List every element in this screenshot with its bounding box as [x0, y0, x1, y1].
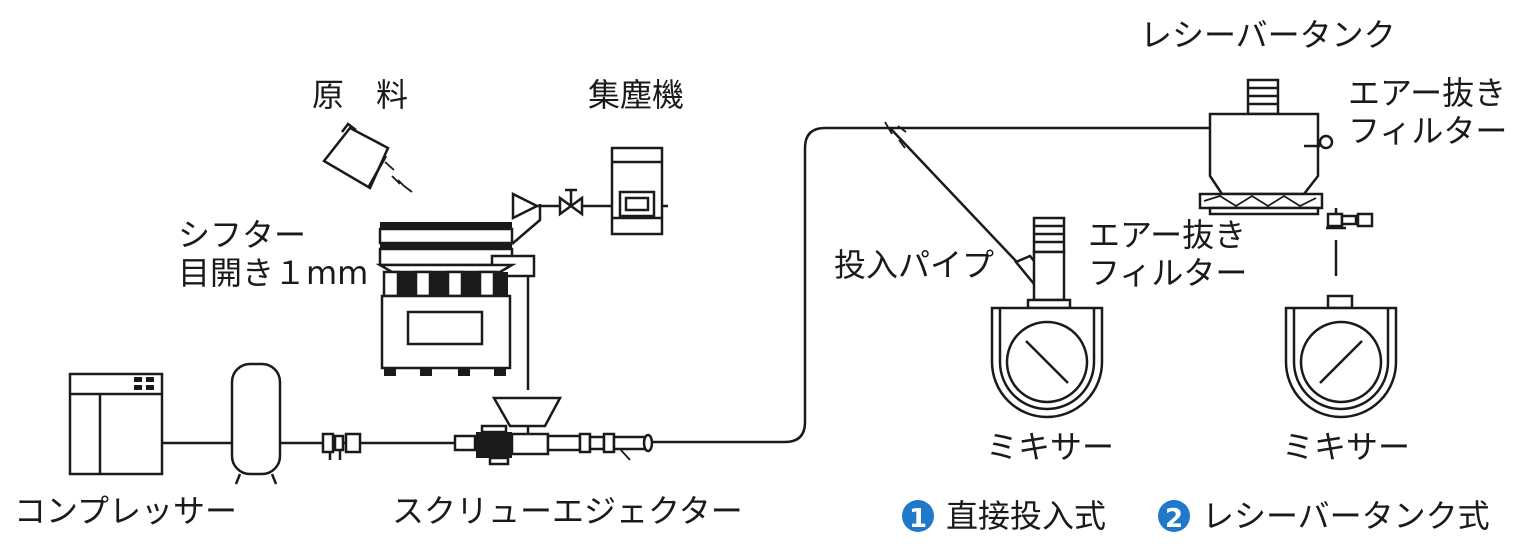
- label-air-vent-filter-2-2: フィルター: [1348, 112, 1507, 150]
- label-sifter-mesh: 目開き１mm: [178, 254, 368, 292]
- label-screw-ejector: スクリューエジェクター: [392, 492, 743, 530]
- mixer-1: [990, 306, 1104, 419]
- pipe-junction-mark: [884, 121, 907, 135]
- label-compressor: コンプレッサー: [14, 492, 237, 530]
- raw-material-bag-icon: [322, 122, 413, 193]
- legend-badge-1: [902, 500, 934, 532]
- label-air-vent-filter-2: エアー抜き: [1348, 74, 1506, 112]
- compressor: [68, 372, 164, 476]
- label-raw-material: 原 料: [312, 76, 408, 114]
- legend-badge-2: [1158, 500, 1190, 532]
- label-air-vent-filter-1-2: フィルター: [1088, 254, 1247, 292]
- conveying-pipe: [650, 126, 1210, 444]
- label-receiver-tank: レシーバータンク: [1140, 16, 1396, 54]
- sifter: [375, 222, 536, 376]
- air-receiver-tank: [230, 362, 282, 485]
- legend-item-receiver-tank: 2 レシーバータンク式: [1158, 497, 1490, 535]
- air-vent-filter-1: [1026, 216, 1072, 310]
- legend-item-direct-input: 1 直接投入式: [902, 497, 1106, 535]
- legend-label-2: レシーバータンク式: [1202, 497, 1490, 535]
- legend-label-1: 直接投入式: [946, 497, 1106, 535]
- dust-collector-line: [511, 188, 612, 245]
- screw-ejector: [453, 396, 654, 466]
- air-line-valve: [321, 432, 362, 460]
- dust-collector: [610, 146, 668, 236]
- label-air-vent-filter-1: エアー抜き: [1088, 216, 1246, 254]
- legend-badge-1-number: 1: [909, 504, 927, 534]
- receiver-tank-screw-feeder: [1198, 192, 1374, 276]
- label-input-pipe: 投入パイプ: [834, 246, 994, 284]
- mixer-2: [1284, 294, 1398, 419]
- label-sifter: シフター: [178, 216, 306, 254]
- legend-badge-2-number: 2: [1165, 504, 1183, 534]
- receiver-tank: [1208, 78, 1334, 196]
- label-mixer-2: ミキサー: [1282, 428, 1410, 466]
- label-mixer-1: ミキサー: [986, 428, 1114, 466]
- label-dust-collector: 集塵機: [588, 76, 684, 114]
